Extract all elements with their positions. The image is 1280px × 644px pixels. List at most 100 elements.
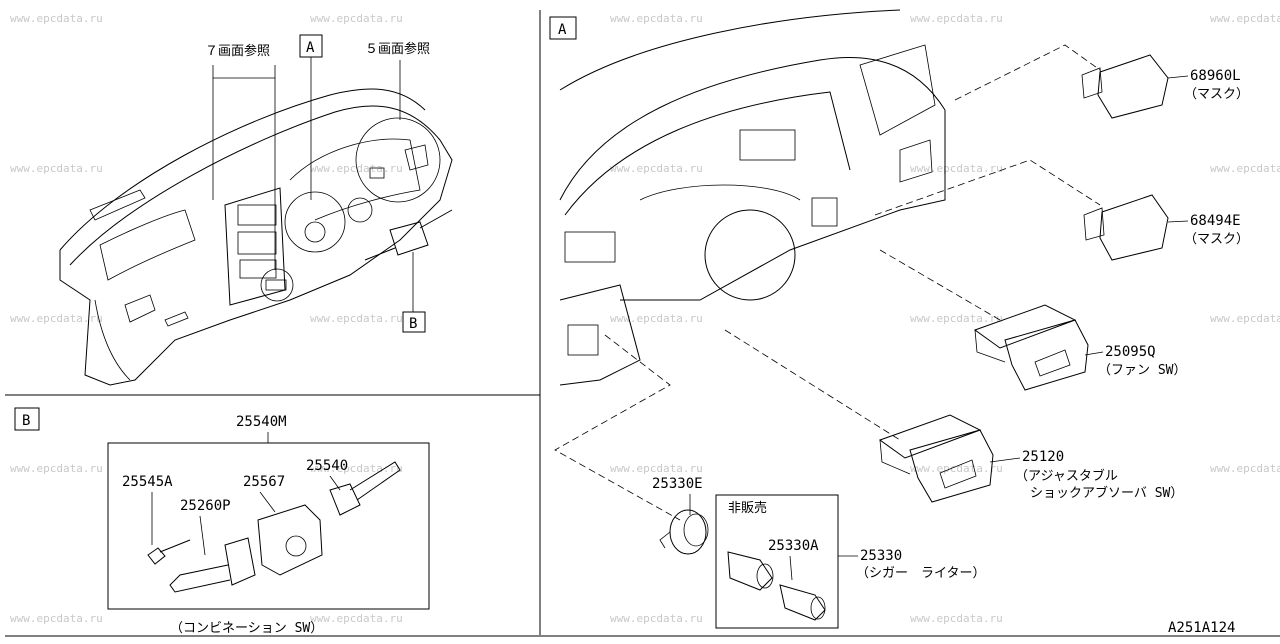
leader-25567 [259,491,276,513]
watermark: www.epcdata.ru [610,312,703,325]
switch-body [257,504,323,576]
watermark: www.epcdata.ru [1210,12,1280,25]
watermark: www.epcdata.ru [910,312,1003,325]
section-a-tag: A [558,22,567,38]
switch-opening-1 [811,197,838,227]
part-desc-68960l: （マスク） [1184,87,1249,102]
part-desc-25120: （アジャスタブル [1015,468,1118,484]
closeup-hood [559,56,946,201]
watermark: www.epcdata.ru [310,12,403,25]
watermark: www.epcdata.ru [1210,312,1280,325]
lighter-socket-tab [659,531,671,549]
shock-switch-button [939,459,977,489]
glovebox-outline [99,209,196,281]
mask-68960l [1097,54,1169,119]
ref-page-7-bracket [212,65,276,79]
part-desc2-25120: ショックアブソーバ SW） [1030,485,1183,501]
watermark: www.epcdata.ru [610,612,703,625]
watermark: www.epcdata.ru [310,312,403,325]
figure-code: A251A124 [1168,620,1235,636]
part-desc-25330: （シガー ライター） [856,566,985,581]
light-switch [224,537,256,586]
shock-switch-face [909,429,994,503]
callout-b-label: B [409,316,417,332]
wiper-switch [329,483,361,516]
part-number-25540: 25540 [306,458,348,474]
switch-opening-4 [567,324,599,356]
mask-68494e [1099,194,1169,261]
switch-opening-3 [564,231,616,263]
callout-b-box [402,311,426,333]
fan-switch-side [974,329,1006,363]
wiper-stalk [419,209,453,229]
meter-gauge [304,221,326,243]
closeup-steering-column [704,209,796,301]
lighter-knob-face [810,596,826,620]
section-b-tag-box [14,407,40,431]
part-number-25120: 25120 [1022,449,1064,465]
part-number-25330: 25330 [860,548,902,564]
cluster-gauge [347,197,373,223]
fan-switch-face [1004,319,1089,391]
watermark: www.epcdata.ru [310,162,403,175]
part-desc-25095q: （ファン SW） [1098,363,1186,378]
panel-dividers [5,10,1280,637]
leader-line-68960l [1167,75,1189,79]
watermark: www.epcdata.ru [910,462,1003,475]
section-a: A 68960L （マスク） 68494E （マスク） [549,9,1249,629]
not-for-sale-label: 非販売 [728,500,767,516]
closeup-vents [739,129,796,161]
shock-switch-side [879,439,911,475]
leader-line-25095q [1084,351,1104,356]
part-number-25260p: 25260P [180,498,231,514]
lighter-element-end [756,563,774,589]
leader-68960l [954,44,1101,101]
part-number-25545a: 25545A [122,474,173,490]
cluster-hood [289,138,421,221]
light-stalk [364,247,396,261]
part-number-68494e: 68494E [1190,213,1241,229]
closeup-hood-inner [564,91,851,216]
lighter-knob [779,584,826,621]
mask-68960l-clip [1081,67,1103,99]
watermark: www.epcdata.ru [10,12,103,25]
watermark: www.epcdata.ru [1210,162,1280,175]
part-number-25330a: 25330A [768,538,819,554]
watermark: www.epcdata.ru [610,462,703,475]
wiper-lever [349,461,401,501]
watermark: www.epcdata.ru [1210,462,1280,475]
dash-knee-panel [124,294,156,323]
switch-opening-2 [899,139,933,183]
dash-vent-left [89,189,146,221]
dash-lower-curve [94,299,131,381]
section-b-tag: B [22,413,30,429]
dashboard-overview: ７画面参照 A ５画面参照 B [59,34,453,386]
watermark: www.epcdata.ru [10,462,103,475]
leader-line-25330a [789,555,793,581]
watermark: www.epcdata.ru [910,12,1003,25]
cluster-area-circle [355,117,441,203]
assembly-box [107,442,430,610]
closeup-top-edge [559,9,901,91]
center-vent [237,204,277,226]
dash-slot [164,311,189,327]
section-b-caption: （コンビネーション SW） [170,621,323,636]
mask-68494e-clip [1083,207,1105,241]
callout-a-label: A [306,40,315,56]
section-a-tag-box [549,16,577,40]
leader-25095q [879,249,1001,321]
part-number-25567: 25567 [243,474,285,490]
watermark: www.epcdata.ru [610,162,703,175]
watermark: www.epcdata.ru [10,312,103,325]
assembly-part-number: 25540M [236,414,287,430]
leader-25330e [554,334,681,521]
dash-top-inner [69,105,441,266]
part-number-25095q: 25095Q [1105,344,1156,360]
closeup-column-cover [639,184,801,201]
hvac-panel [239,259,277,279]
fan-switch-button [1034,349,1071,377]
part-number-25330e: 25330E [652,476,703,492]
switch-area-circle [260,268,294,302]
light-lever [169,564,231,593]
